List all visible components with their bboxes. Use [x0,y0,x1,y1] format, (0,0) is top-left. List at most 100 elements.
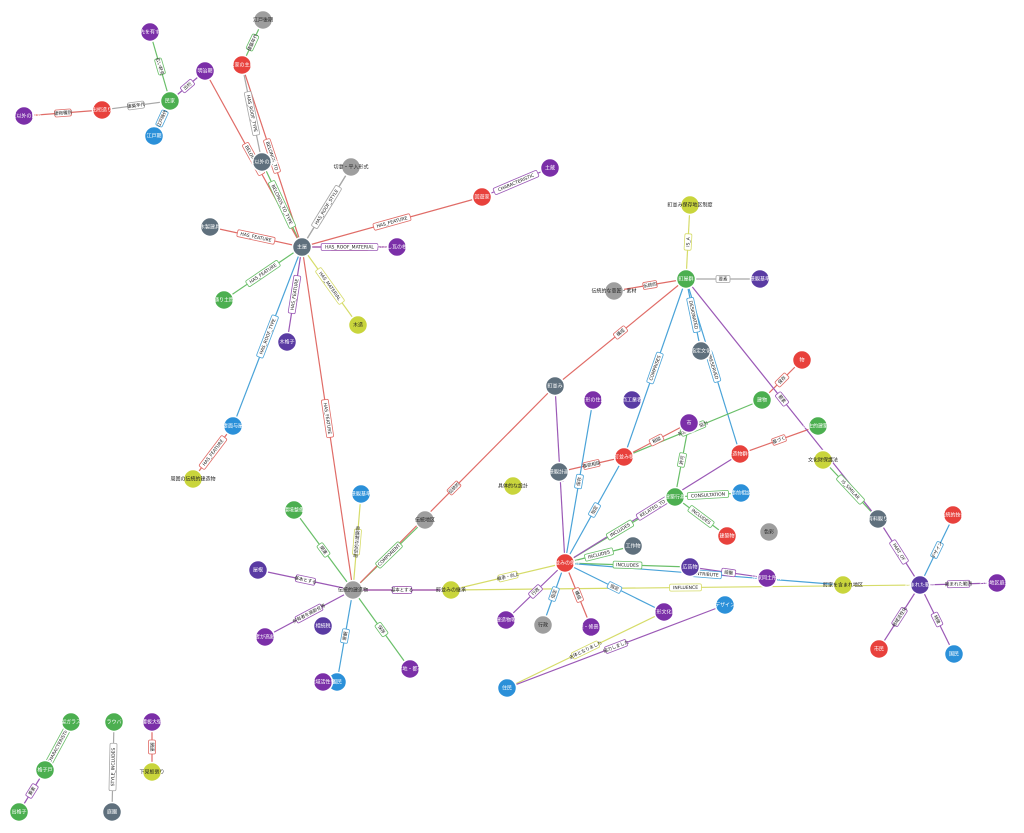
graph-node[interactable]: 建築行為 [664,486,686,508]
node-circle[interactable] [342,579,364,601]
node-circle[interactable] [502,475,524,497]
graph-node[interactable]: 明治期 [194,60,216,82]
node-circle[interactable] [340,156,362,178]
node-circle[interactable] [729,443,751,465]
graph-node[interactable]: 物 [791,349,813,371]
graph-node[interactable]: 住民 [496,677,518,699]
node-circle[interactable] [143,125,165,147]
graph-node[interactable]: 出桁造り [91,99,113,121]
node-circle[interactable] [312,671,334,693]
node-circle[interactable] [347,314,369,336]
graph-node[interactable]: 市 [678,412,700,434]
graph-node[interactable]: 景観基準 [749,268,771,290]
graph-node[interactable]: 建築物 [716,525,738,547]
graph-node[interactable]: 伝統的建造物群保存地区 [712,443,768,465]
graph-node[interactable]: 通り土間 [213,289,235,311]
graph-node[interactable]: 町並み [544,375,566,397]
graph-node[interactable]: 商工業者 [621,389,643,411]
node-circle[interactable] [60,711,82,733]
graph-node[interactable]: 相続税 [312,615,334,637]
node-circle[interactable] [222,415,244,437]
node-circle[interactable] [758,521,780,543]
node-circle[interactable] [141,711,163,733]
graph-node[interactable]: 無指定文化財 [686,340,716,362]
graph-node[interactable]: 木製ガラス戸 [56,711,86,733]
graph-node[interactable]: 切妻・平入形式 [333,156,369,178]
graph-node[interactable]: 庭園 [101,801,123,823]
graph-node[interactable]: 周囲の伝統的建造物 [170,468,216,490]
graph-node[interactable]: 環境整備 [283,499,305,521]
graph-node[interactable]: 土蔵 [539,157,561,179]
node-circle[interactable] [254,626,276,648]
node-circle[interactable] [675,268,697,290]
graph-node[interactable]: 民家以外の旧家 [6,105,42,127]
graph-node[interactable]: 町並み保存地区制度 [667,194,713,216]
graph-node[interactable]: 伝統的な意匠・素材 [591,280,637,302]
node-circle[interactable] [194,60,216,82]
node-circle[interactable] [13,105,35,127]
graph-node[interactable]: 景観計画 [548,461,570,483]
graph-node[interactable]: 回遊家 [471,186,493,208]
graph-node[interactable]: 江戸期 [143,125,165,147]
node-circle[interactable] [440,579,462,601]
node-circle[interactable] [943,643,965,665]
graph-node[interactable]: 町並みの保存 [550,552,580,574]
graph-node[interactable]: デザイン [714,594,736,616]
graph-node[interactable]: 有形の住民 [580,389,606,411]
graph-node[interactable]: 広告物 [679,556,701,578]
node-circle[interactable] [103,711,125,733]
node-circle[interactable] [231,54,253,76]
graph-node[interactable]: 伝統的技術 [940,504,966,526]
node-circle[interactable] [678,412,700,434]
node-circle[interactable] [276,331,298,353]
node-circle[interactable] [679,194,701,216]
node-circle[interactable] [756,567,778,589]
graph-node[interactable]: 行政 [532,614,554,636]
graph-node[interactable]: 文化財保護法 [808,449,838,471]
graph-node[interactable]: 妻面与屋 [222,415,244,437]
node-circle[interactable] [247,559,269,581]
node-circle[interactable] [622,535,644,557]
graph-node[interactable]: 名勝地区庭景観 [979,572,1015,594]
node-circle[interactable] [613,446,635,468]
graph-node[interactable]: 所有者が高齢化等 [245,626,285,648]
graph-node[interactable]: 国定重要地・都市計画税 [382,658,438,680]
node-circle[interactable] [582,389,604,411]
node-circle[interactable] [791,349,813,371]
node-circle[interactable] [942,504,964,526]
graph-node[interactable]: 民家以外の主屋 [244,151,280,173]
node-circle[interactable] [690,340,712,362]
graph-node[interactable]: 民家の主屋 [229,54,255,76]
graph-node[interactable]: 建物 [751,389,773,411]
graph-node[interactable]: 具体的な設計 [498,475,528,497]
node-circle[interactable] [554,552,576,574]
node-circle[interactable] [8,801,30,823]
node-circle[interactable] [532,614,554,636]
graph-node[interactable]: 町家を含まれ地区 [823,574,863,596]
graph-node[interactable]: 有料観り [867,508,889,530]
node-circle[interactable] [664,486,686,508]
node-circle[interactable] [496,677,518,699]
node-circle[interactable] [252,9,274,31]
node-circle[interactable] [251,151,273,173]
node-circle[interactable] [141,761,163,783]
graph-node[interactable]: 国民 [943,643,965,665]
graph-node[interactable]: 景観基準 [350,483,372,505]
node-circle[interactable] [399,658,421,680]
graph-node[interactable]: 江戸後期 [252,9,274,31]
graph-node[interactable]: 市民町並み検討会 [604,446,644,468]
graph-node[interactable]: 格子戸 [34,759,56,781]
node-circle[interactable] [986,572,1008,594]
node-circle[interactable] [730,482,752,504]
node-circle[interactable] [548,461,570,483]
node-circle[interactable] [807,415,829,437]
graph-node[interactable]: 工作物 [622,535,644,557]
graph-node[interactable]: 町並みの継承 [436,579,466,601]
graph-node[interactable]: 色彩 [758,521,780,543]
graph-node[interactable]: 町屋群 [675,268,697,290]
node-circle[interactable] [414,509,436,531]
node-circle[interactable] [653,601,675,623]
graph-node[interactable]: 有形文化財 [651,601,677,623]
node-circle[interactable] [199,216,221,238]
node-circle[interactable] [749,268,771,290]
